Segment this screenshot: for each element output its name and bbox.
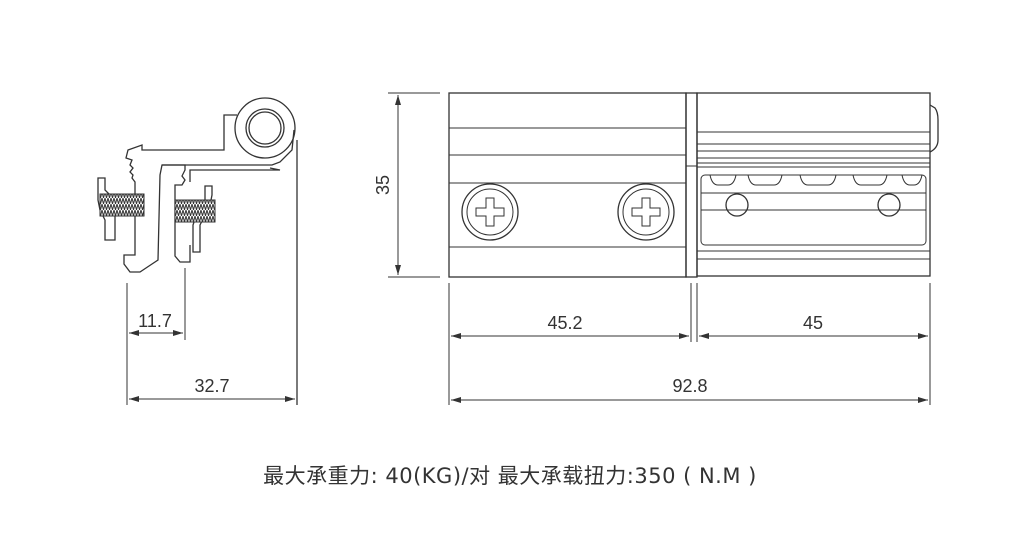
left-leaf-view xyxy=(448,92,698,278)
dim-11-7-label: 11.7 xyxy=(138,311,172,331)
screw-icon xyxy=(461,183,519,241)
side-profile-view xyxy=(97,97,298,405)
front-dimensions xyxy=(388,92,931,405)
right-leaf-view xyxy=(696,92,939,277)
dim-35-label: 35 xyxy=(373,175,393,195)
screw-icon xyxy=(617,183,675,241)
side-dimensions xyxy=(126,268,295,405)
load-spec-caption: 最大承重力: 40(KG)/对 最大承载扭力:350 ( N.M ) xyxy=(263,464,757,488)
dim-32-7-label: 32.7 xyxy=(194,376,229,396)
dim-92-8-label: 92.8 xyxy=(672,376,707,396)
dim-45-2-label: 45.2 xyxy=(547,313,582,333)
dim-45-label: 45 xyxy=(803,313,823,333)
